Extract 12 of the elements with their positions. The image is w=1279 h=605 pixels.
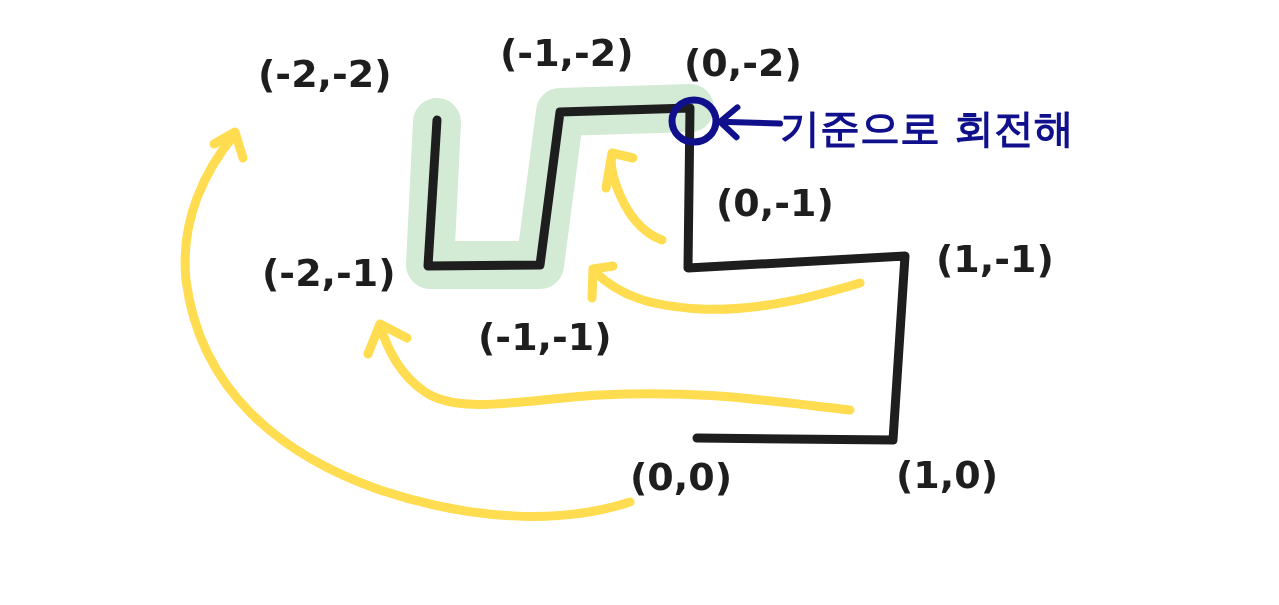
coordinate-label: (-1,-1) [478,318,612,356]
pivot-circle [668,96,720,146]
coordinate-label: (0,0) [630,458,733,496]
coordinate-label: (-1,-2) [500,34,634,72]
coordinate-label: (-2,-1) [262,254,396,292]
coordinate-label: (1,0) [896,456,999,494]
coordinate-label: (0,-2) [684,44,802,82]
coordinate-label: (1,-1) [936,240,1054,278]
annotation-text: 기준으로 회전해 [780,106,1074,150]
coordinate-label: (-2,-2) [258,55,392,93]
coordinate-label: (0,-1) [716,184,834,222]
leader-arrow [717,104,783,141]
